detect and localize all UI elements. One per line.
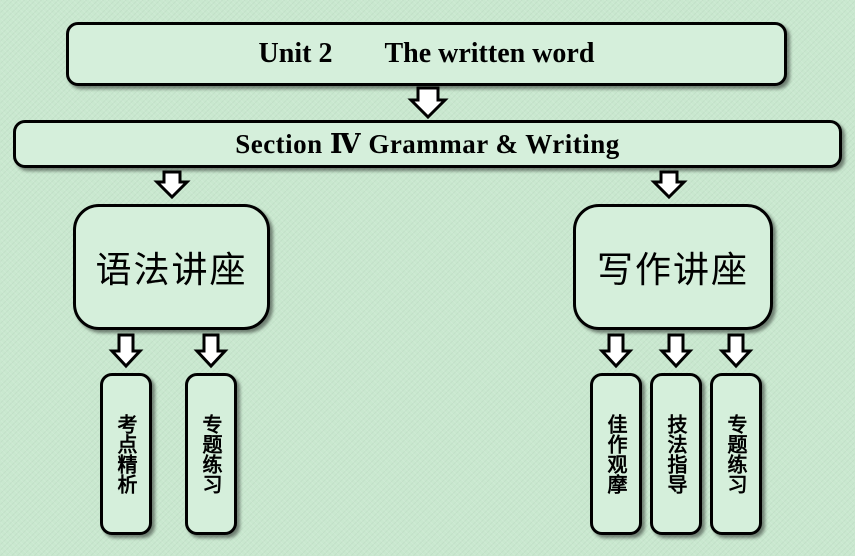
title-box: Unit 2 The written word [66,22,787,86]
key-points-box: 考点精析 [100,373,152,535]
technique-guide-box: 技法指导 [650,373,702,535]
arrow-down-icon [407,86,449,120]
section-box: Section Ⅳ Grammar & Writing [13,120,842,168]
unit-title: The written word [384,38,595,69]
unit-label: Unit 2 [258,38,333,69]
grammar-lecture-box: 语法讲座 [73,204,270,330]
arrow-down-icon [658,333,694,369]
arrow-down-icon [598,333,634,369]
writing-practice-box: 专题练习 [710,373,762,535]
arrow-down-icon [193,333,229,369]
model-essay-box: 佳作观摩 [590,373,642,535]
arrow-down-icon [650,170,688,200]
arrow-down-icon [153,170,191,200]
writing-lecture-box: 写作讲座 [573,204,773,330]
grammar-practice-box: 专题练习 [185,373,237,535]
arrow-down-icon [718,333,754,369]
arrow-down-icon [108,333,144,369]
